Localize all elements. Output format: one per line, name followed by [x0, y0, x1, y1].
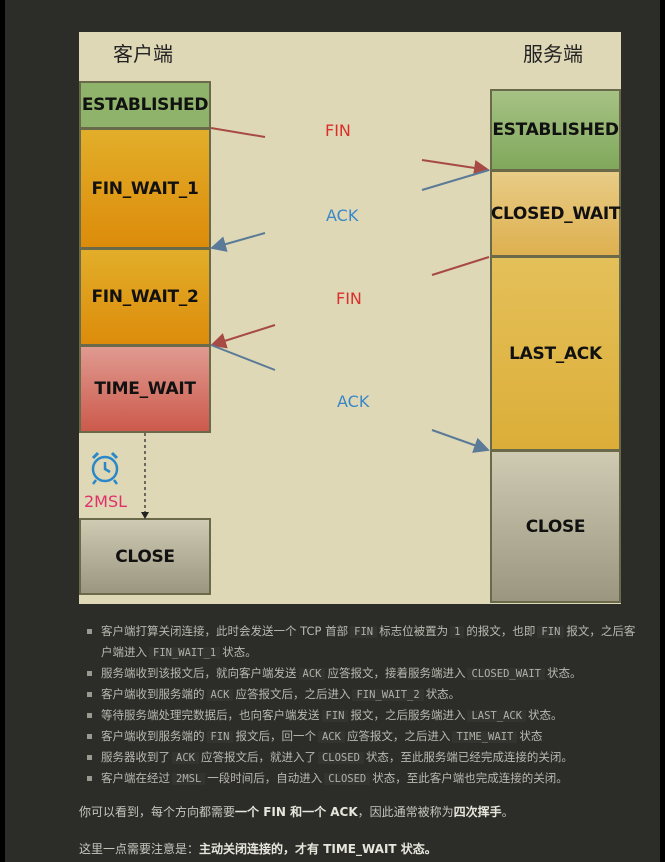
message-arrows	[91, 127, 490, 519]
note-paragraph: 这里一点需要注意是：主动关闭连接的，才有 TIME_WAIT 状态。	[79, 840, 437, 857]
message-ack-1: ACK	[326, 206, 359, 225]
ack2-arrow-end	[431, 429, 490, 453]
text: 的报文，也即	[466, 624, 536, 638]
text: 应答报文，之后进入	[346, 729, 451, 743]
inline-code: ACK	[298, 668, 326, 680]
text: 应答报文，接着服务端进入	[327, 666, 466, 680]
server-state-closed-wait: CLOSED_WAIT	[490, 170, 621, 257]
text: 状态。	[547, 666, 582, 680]
bold-text: 主动关闭连接的，才有 TIME_WAIT 状态。	[199, 842, 437, 856]
inline-code: FIN	[350, 626, 378, 638]
text: 状态。	[222, 645, 257, 659]
ack2-arrow-start	[210, 344, 276, 371]
server-title: 服务端	[523, 42, 583, 66]
inline-code: ACK	[172, 752, 199, 764]
text: 这里一点需要注意是：	[79, 842, 200, 856]
inline-code: ACK	[317, 731, 345, 743]
text: 客户端收到服务端的	[101, 687, 205, 701]
text: 等待服务端处理完数据后，也向客户端发送	[101, 708, 320, 722]
bold-text: 一个 FIN 和一个 ACK	[235, 805, 358, 819]
text: 。	[501, 805, 514, 819]
ack1-arrow-start	[421, 169, 490, 191]
bold-text: 四次挥手	[453, 805, 502, 819]
timer-label: 2MSL	[84, 492, 128, 511]
server-state-last-ack: LAST_ACK	[490, 256, 621, 451]
summary-paragraph: 你可以看到，每个方向都需要一个 FIN 和一个 ACK，因此通常被称为四次挥手。	[79, 803, 514, 820]
text: 状态。	[425, 687, 461, 701]
inline-code: TIME_WAIT	[452, 731, 518, 743]
inline-code: CLOSED	[324, 773, 371, 785]
inline-code: FIN	[537, 626, 565, 638]
inline-code: FIN_WAIT_2	[352, 689, 424, 701]
text: 应答报文后，之后进入	[235, 687, 351, 701]
message-fin-2: FIN	[336, 289, 362, 308]
server-state-established: ESTABLISHED	[490, 89, 621, 171]
text: 客户端打算关闭连接，此时会发送一个 TCP 首部	[101, 624, 349, 638]
text: 状态	[519, 729, 543, 743]
text: 服务器收到了	[101, 750, 170, 764]
text: 标志位被置为	[379, 624, 449, 638]
inline-code: ACK	[206, 689, 234, 701]
client-title: 客户端	[113, 42, 173, 66]
ack1-arrow-end	[210, 232, 266, 252]
server-state-close: CLOSE	[490, 450, 621, 603]
text: 报文，之后服务端进入	[350, 708, 466, 722]
message-fin-1: FIN	[325, 121, 351, 140]
inline-code: FIN	[206, 731, 234, 743]
text: 报文后，回一个	[235, 729, 316, 743]
inline-code: CLOSED	[317, 752, 364, 764]
tcp-four-way-handshake-diagram: 客户端 服务端 ESTABLISHED FIN_WAIT_1 FIN_WAIT_…	[79, 32, 621, 604]
text: 服务端收到该报文后，就向客户端发送	[101, 666, 297, 680]
inline-code: FIN	[321, 710, 349, 722]
text: 你可以看到，每个方向都需要	[79, 805, 236, 819]
inline-code: 2MSL	[172, 773, 206, 785]
text: 应答报文后，就进入了	[200, 750, 316, 764]
text: 报文，之后客户端进入	[101, 624, 636, 659]
client-state-time-wait: TIME_WAIT	[79, 345, 211, 433]
article: 客户端 服务端 ESTABLISHED FIN_WAIT_1 FIN_WAIT_…	[5, 0, 660, 862]
client-state-fin-wait-1: FIN_WAIT_1	[79, 128, 211, 249]
text: 一段时间后，自动进入	[207, 771, 323, 785]
text: 状态。	[528, 708, 563, 722]
inline-code: LAST_ACK	[467, 710, 527, 722]
text: 客户端收到服务端的	[101, 729, 205, 743]
text: 客户端在经过	[101, 771, 170, 785]
client-state-close: CLOSE	[79, 518, 211, 595]
alarm-clock-icon	[91, 451, 119, 485]
inline-code: 1	[450, 626, 465, 638]
fin2-arrow-start	[431, 256, 490, 276]
fin1-arrow-end	[421, 159, 490, 176]
text: 状态，至此服务端已经完成连接的关闭。	[365, 750, 573, 764]
inline-code: CLOSED_WAIT	[467, 668, 546, 680]
message-ack-2: ACK	[337, 392, 370, 411]
fin2-arrow-end	[210, 324, 276, 349]
text: 状态，至此客户端也完成连接的关闭。	[372, 771, 568, 785]
fin1-arrow-start	[210, 127, 266, 138]
inline-code: FIN_WAIT_1	[149, 647, 221, 659]
text: ，因此通常被称为	[357, 805, 454, 819]
